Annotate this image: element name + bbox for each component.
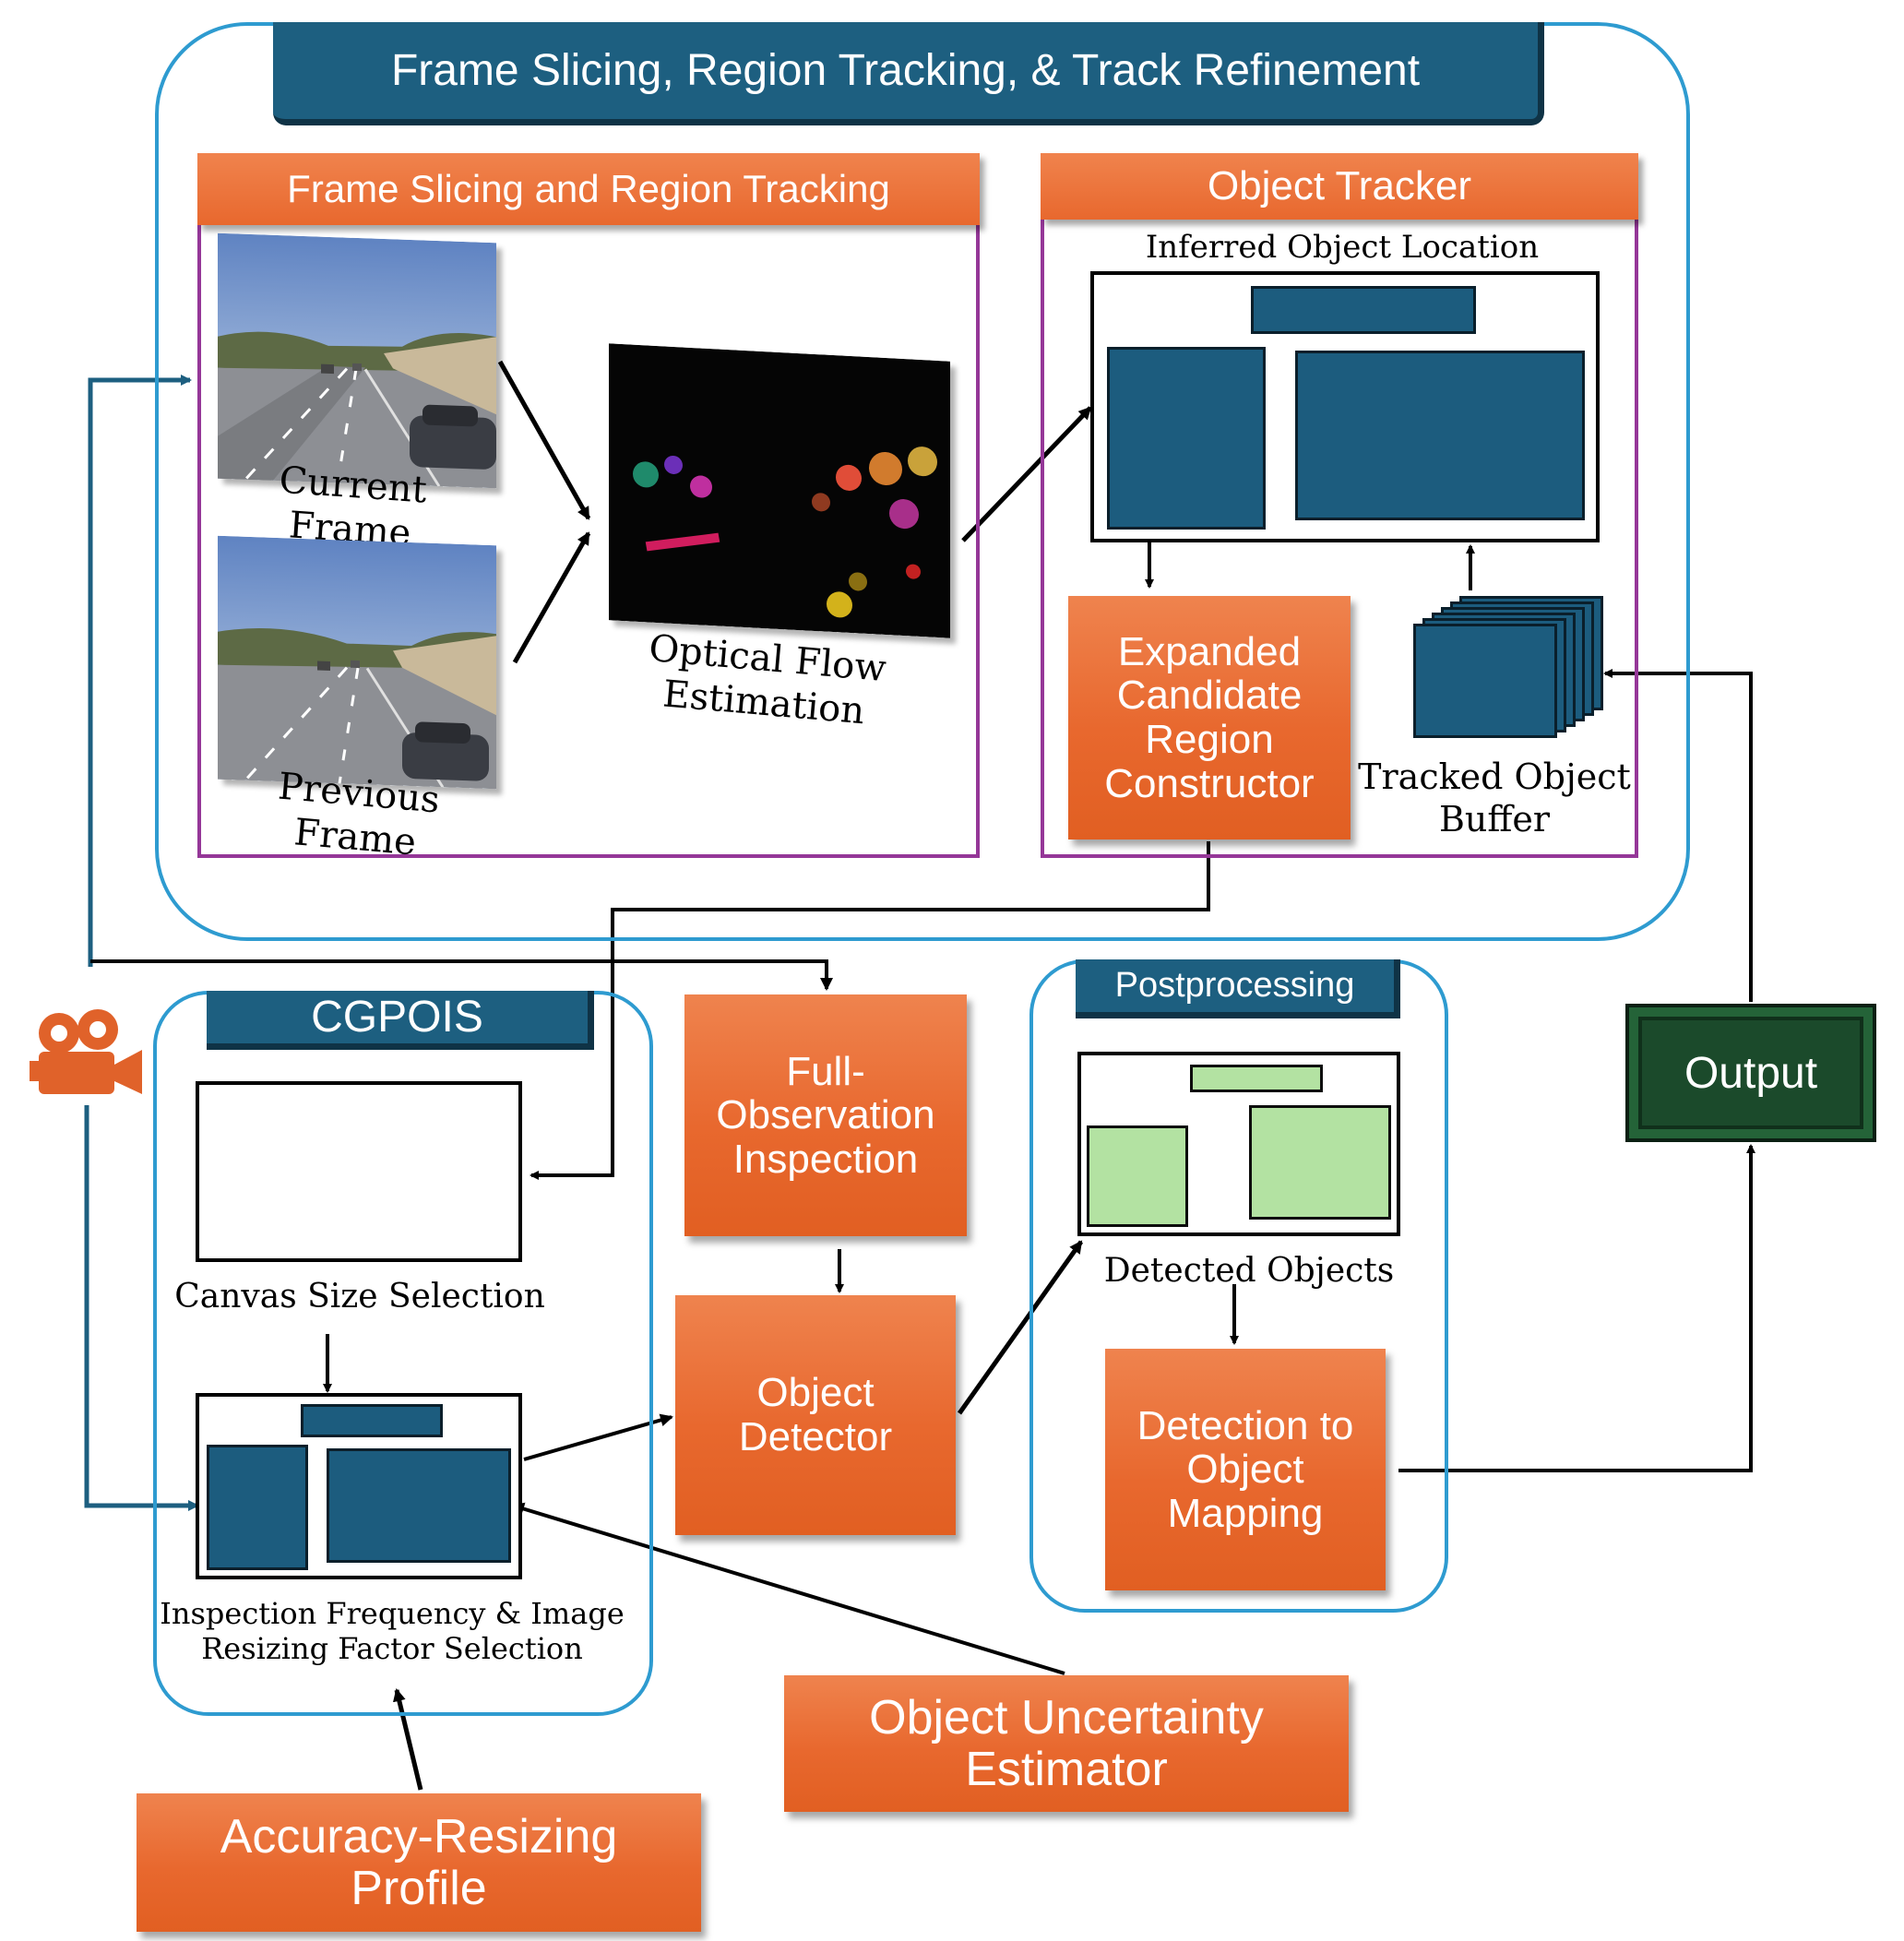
optical-flow-image — [609, 343, 950, 638]
detected-region-top — [1190, 1065, 1323, 1092]
arrow-output-to-buffer — [1603, 669, 1753, 1002]
tracked-buffer-stack — [1413, 596, 1607, 740]
arrow-inspection-to-detector — [523, 1413, 673, 1461]
arrow-camera-to-inspection-canvas — [84, 1105, 199, 1511]
arrow-flow-to-inferred — [961, 406, 1092, 542]
object-detector-block: Object Detector — [675, 1295, 956, 1535]
accuracy-profile-block: Accuracy-Resizing Profile — [137, 1793, 701, 1932]
arrow-previous-to-flow — [512, 531, 591, 664]
arrow-constructor-to-canvas — [530, 841, 1210, 1180]
inspection-selection-label: Inspection Frequency & Image Resizing Fa… — [160, 1596, 625, 1667]
detected-region-right — [1249, 1105, 1391, 1220]
previous-frame-image — [218, 535, 496, 790]
arrow-accuracy-to-inspection — [393, 1688, 423, 1791]
video-camera-icon — [26, 1006, 146, 1098]
tracked-buffer-label: Tracked Object Buffer — [1358, 756, 1631, 840]
current-frame-image — [218, 232, 496, 489]
buffer-layer-front — [1413, 624, 1557, 738]
inferred-region-left — [1107, 347, 1266, 530]
arrow-detector-to-detected — [957, 1240, 1084, 1415]
arrow-current-to-flow — [497, 360, 591, 520]
frame-slicing-header: Frame Slicing and Region Tracking — [197, 153, 980, 225]
flow-visualization — [609, 343, 950, 638]
detected-objects-label: Detected Objects — [1103, 1252, 1395, 1290]
road-scene-image — [218, 535, 496, 790]
arrow-uncertainty-to-inspection — [511, 1502, 1065, 1675]
expanded-constructor-block: Expanded Candidate Region Constructor — [1068, 596, 1351, 840]
inferred-region-top — [1251, 286, 1476, 334]
object-tracker-header: Object Tracker — [1041, 153, 1638, 220]
arrow-mapping-to-output — [1398, 1144, 1755, 1472]
canvas-selection-label: Canvas Size Selection — [174, 1278, 545, 1316]
main-title: Frame Slicing, Region Tracking, & Track … — [273, 22, 1544, 125]
canvas-size-box — [196, 1081, 522, 1262]
inferred-region-right — [1295, 351, 1585, 520]
arrow-camera-to-full-observation — [90, 959, 833, 991]
inspection-region-top — [301, 1404, 443, 1437]
uncertainty-estimator-block: Object Uncertainty Estimator — [784, 1675, 1349, 1812]
detected-region-left — [1087, 1125, 1188, 1227]
postprocessing-title: Postprocessing — [1076, 959, 1400, 1018]
inspection-region-left — [207, 1445, 308, 1570]
inferred-location-label: Inferred Object Location — [1145, 229, 1540, 266]
cgpois-title: CGPOIS — [207, 991, 594, 1050]
detection-mapping-block: Detection to Object Mapping — [1105, 1349, 1386, 1590]
full-observation-block: Full- Observation Inspection — [684, 994, 967, 1236]
road-scene-image — [218, 232, 496, 489]
inspection-region-right — [327, 1448, 511, 1563]
output-box: Output — [1625, 1004, 1876, 1142]
